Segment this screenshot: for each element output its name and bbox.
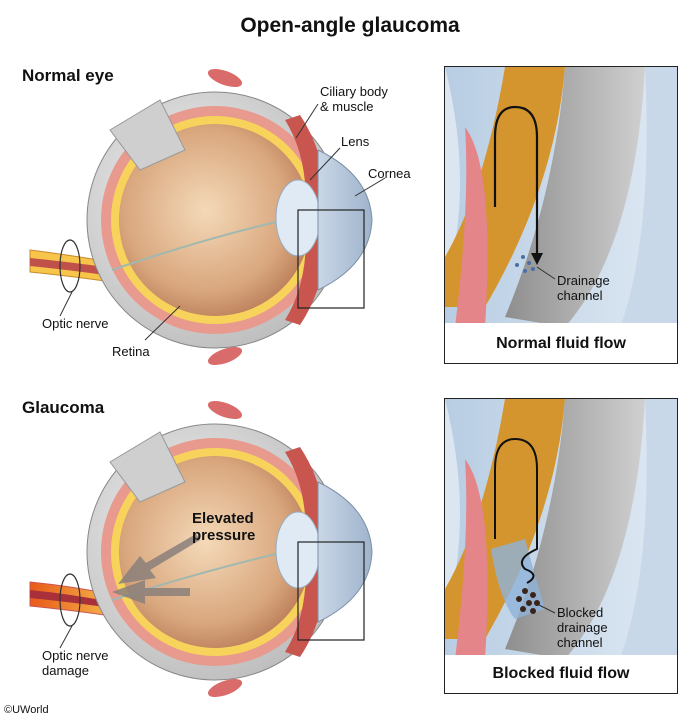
blocked-flow-inset: Blocked drainage channel Blocked fluid f… [444, 398, 678, 694]
elevated-pressure-label: Elevated pressure [192, 510, 256, 544]
retina-label: Retina [112, 344, 150, 359]
blocked-inset-drawing [445, 399, 677, 693]
normal-flow-inset: Drainage channel Normal fluid flow [444, 66, 678, 364]
diagram-title: Open-angle glaucoma [240, 14, 460, 37]
normal-flow-caption: Normal fluid flow [496, 335, 626, 352]
cornea-label: Cornea [368, 166, 411, 181]
glaucoma-heading: Glaucoma [22, 398, 105, 417]
normal-eye-heading: Normal eye [22, 66, 114, 85]
glaucoma-eye-drawing [29, 400, 373, 698]
blocked-flow-caption: Blocked fluid flow [492, 665, 630, 682]
lens-label: Lens [341, 134, 370, 149]
blocked-drainage-label: Blocked drainage channel [557, 605, 608, 650]
copyright-credit: ©UWorld [4, 704, 49, 716]
ciliary-body-label: Ciliary body & muscle [320, 84, 388, 114]
normal-eye-drawing [29, 68, 386, 366]
normal-inset-drawing [445, 67, 677, 363]
optic-nerve-label: Optic nerve [42, 316, 109, 331]
optic-nerve-damage-label: Optic nerve damage [42, 648, 109, 678]
drainage-channel-label: Drainage channel [557, 273, 610, 303]
